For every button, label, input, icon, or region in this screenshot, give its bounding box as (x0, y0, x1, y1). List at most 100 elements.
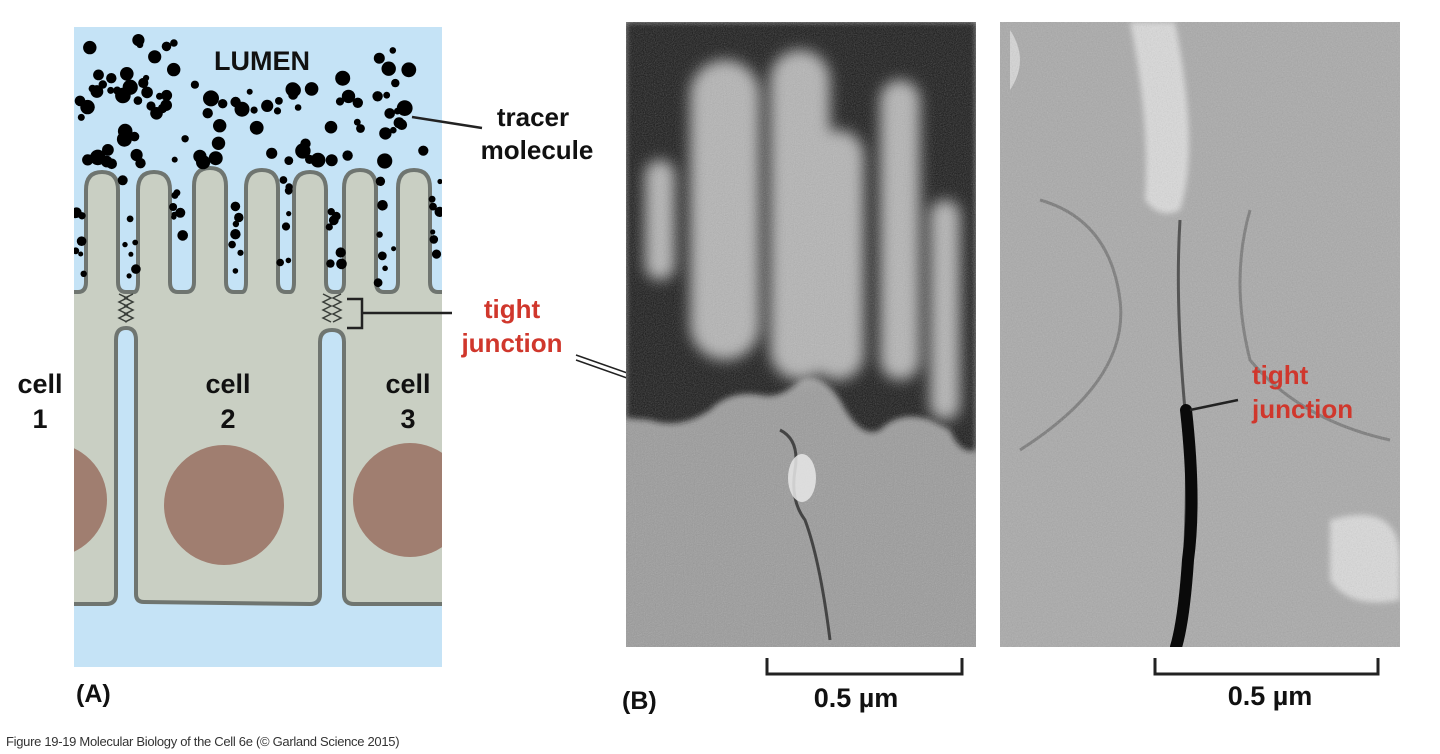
tracer-dot (113, 86, 122, 95)
tracer-dot (181, 135, 189, 143)
tracer-dot (129, 131, 140, 142)
tight-junction-label-line1: tight (484, 294, 541, 324)
tracer-dot (196, 155, 211, 170)
tracer-dot (234, 212, 244, 223)
tracer-dot (342, 150, 353, 161)
tracer-dot (83, 40, 97, 55)
tracer-dot (373, 278, 383, 288)
tracer-dot (232, 220, 240, 228)
tracer-dot (102, 144, 114, 156)
tracer-dot (82, 154, 94, 166)
tracer-dot (352, 97, 363, 109)
tracer-dot (273, 107, 282, 115)
tracer-dot (372, 91, 383, 102)
tracer-dot (335, 97, 345, 106)
tracer-dot (326, 259, 335, 268)
tracer-dot (171, 156, 178, 163)
tracer-dot (93, 69, 104, 81)
tracer-dot (275, 97, 283, 105)
tracer-dot (161, 41, 172, 52)
tracer-dot (379, 127, 392, 140)
tracer-dot (78, 251, 84, 257)
tracer-dot (377, 251, 387, 261)
tracer-dot (208, 151, 223, 166)
tracer-dot (203, 90, 219, 107)
tracer-dot (430, 229, 436, 235)
tracer-dot (391, 78, 400, 88)
tracer-dot (285, 82, 300, 97)
tracer-dot (106, 73, 117, 84)
tracer-dot (202, 108, 213, 119)
tracer-dot (230, 229, 241, 240)
tracer-dot (373, 52, 385, 64)
nucleus-cell-3 (353, 443, 442, 557)
cell-1-number: 1 (32, 404, 47, 434)
tracer-dot (431, 249, 442, 259)
tracer-dot (101, 155, 113, 168)
tracer-dot (356, 124, 365, 133)
tracer-dot (126, 215, 134, 223)
tracer-dot (383, 91, 391, 99)
tracer-dot (169, 203, 178, 211)
tracer-dot (429, 235, 439, 244)
tracer-dot (285, 257, 292, 264)
tracer-dot (234, 101, 250, 117)
tracer-dot (325, 223, 333, 231)
tracer-pointer-line (411, 115, 483, 130)
tracer-dot (310, 152, 326, 168)
nucleus-cell-1 (74, 448, 107, 552)
tracer-dot (131, 264, 141, 274)
tracer-dot (76, 236, 87, 246)
tracer-dot (266, 147, 278, 159)
tracer-dot (429, 202, 437, 211)
panel-a-letter: (A) (76, 680, 111, 708)
tracer-dot (117, 123, 133, 139)
tracer-dot (341, 89, 356, 104)
tracer-dot (381, 61, 396, 76)
right-tight-junction-line2: junction (1251, 394, 1353, 424)
tracer-dot (377, 200, 388, 211)
tracer-dot (133, 96, 143, 105)
tracer-dot (437, 178, 442, 185)
tracer-dot (177, 230, 188, 241)
tracer-dot (428, 195, 436, 203)
tracer-dot (128, 251, 134, 257)
tracer-dot (132, 239, 139, 246)
tracer-dot (122, 79, 138, 95)
tracer-dot (190, 80, 199, 89)
tracer-dot (377, 153, 393, 169)
tracer-dot (249, 120, 264, 135)
lumen-label: LUMEN (214, 46, 310, 76)
tracer-dot (141, 86, 153, 99)
cell-3-word: cell (385, 369, 430, 399)
tracer-molecules (74, 34, 442, 288)
tracer-dot (279, 176, 288, 184)
cell-3-number: 3 (400, 404, 415, 434)
tracer-dot (156, 92, 163, 100)
tracer-dot (384, 108, 396, 119)
tracer-dot (211, 136, 226, 150)
cell-2-number: 2 (220, 404, 235, 434)
scale-bar-left (765, 658, 964, 676)
tracer-dot (331, 211, 341, 221)
nucleus-cell-2 (164, 445, 284, 565)
tracer-dot (80, 270, 87, 277)
tracer-dot (170, 39, 178, 47)
tracer-dot (98, 80, 108, 89)
tracer-dot (171, 191, 179, 199)
tracer-dot (74, 207, 82, 218)
scale-label-right: 0.5 µm (1228, 681, 1313, 711)
cell-1-word: cell (17, 369, 62, 399)
tracer-dot (138, 77, 149, 89)
cell-2-word: cell (205, 369, 250, 399)
tracer-label-line2: molecule (481, 135, 594, 165)
tracer-dot (230, 201, 241, 212)
tight-junction-label-line2: junction (460, 328, 562, 358)
tracer-dot (88, 84, 97, 93)
tracer-dot (375, 176, 386, 186)
tracer-dot (394, 107, 401, 115)
junction-strands (117, 293, 343, 323)
tracer-dot (250, 106, 258, 114)
tracer-dot (107, 86, 115, 94)
